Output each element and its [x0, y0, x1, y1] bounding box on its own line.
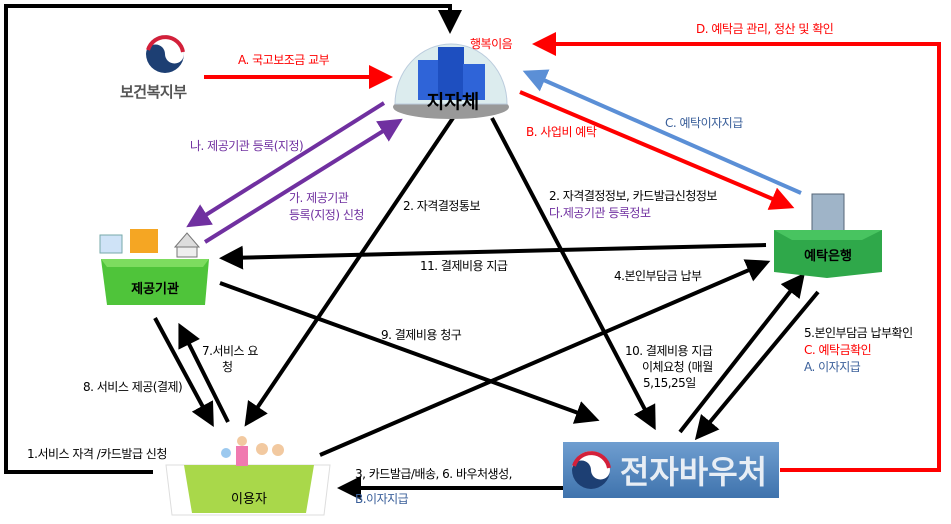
label-2-notice: 2. 자격결정통보 — [403, 199, 481, 213]
family-icon — [165, 436, 331, 516]
label-ga-apply-1: 가. 제공기관 — [289, 191, 349, 205]
city-dome-icon — [393, 43, 509, 119]
taegeuk-icon — [572, 451, 611, 489]
label-d-manage: D. 예탁금 관리, 정산 및 확인 — [696, 22, 834, 36]
evoucher-label: 전자바우처 — [619, 453, 768, 491]
local-gov-label: 지자체 — [426, 90, 480, 113]
bank-building-icon — [774, 193, 882, 278]
label-4-copay: 4.본인부담금 납부 — [614, 269, 702, 283]
arrow-c-interest — [522, 69, 802, 195]
user-node[interactable]: 이용자 — [164, 435, 332, 521]
local-gov-node[interactable]: 지자체 — [393, 32, 513, 122]
label-11-payment: 11. 결제비용 지급 — [420, 259, 508, 273]
label-5-confirm: 5.본인부담금 납부확인 — [804, 326, 913, 340]
label-a-subsidy: A. 국고보조금 교부 — [238, 53, 330, 67]
bank-node[interactable]: 예탁은행 — [772, 190, 884, 282]
provider-label: 제공기관 — [131, 281, 179, 297]
arrow-2-notice — [244, 116, 455, 427]
label-10-transfer-2: 이체요청 (매월 — [642, 360, 713, 374]
evoucher-node[interactable]: 전자바우처 — [563, 442, 779, 498]
provider-buildings-icon — [99, 229, 209, 305]
arrow-ga-apply — [203, 118, 403, 244]
provider-node[interactable]: 제공기관 — [95, 225, 217, 313]
label-7-request-2: 청 — [222, 360, 233, 374]
label-3-card: 3, 카드발급/배송, 6. 바우처생성, — [355, 467, 512, 481]
label-1-apply: 1.서비스 자격 /카드발급 신청 — [27, 447, 167, 461]
arrow-na-register — [186, 101, 386, 228]
arrow-b-deposit — [519, 90, 795, 210]
user-label: 이용자 — [231, 491, 267, 507]
label-7-request-1: 7.서비스 요 — [202, 344, 258, 358]
label-ga-apply-2: 등록(지정) 신청 — [289, 208, 364, 222]
arrow-2-info — [490, 117, 656, 431]
label-c-confirm: C. 예탁금확인 — [804, 343, 872, 357]
bank-label: 예탁은행 — [804, 248, 852, 264]
happy-eum-label: 행복이음 — [470, 37, 513, 51]
ministry-label: 보건복지부 — [120, 83, 187, 101]
label-a-interest: A. 이자지급 — [804, 360, 861, 374]
ministry-logo — [135, 30, 195, 80]
arrow-11-payment — [219, 243, 767, 270]
arrow-d-manage — [532, 32, 941, 472]
taegeuk-icon — [146, 35, 185, 73]
arrow-1-apply — [4, 4, 462, 474]
label-10-transfer-1: 10. 결제비용 지급 — [625, 344, 713, 358]
label-10-transfer-3: 5,15,25일 — [643, 376, 696, 390]
arrow-7-request — [178, 322, 230, 423]
arrow-9-claim — [219, 281, 600, 424]
arrow-10-transfer — [678, 272, 805, 434]
arrow-4-copay — [319, 259, 771, 457]
label-b-deposit: B. 사업비 예탁 — [526, 125, 597, 139]
label-na-register: 나. 제공기관 등록(지정) — [190, 139, 304, 153]
label-2-info: 2. 자격결정정보, 카드발급신청정보 — [549, 189, 717, 203]
label-8-service: 8. 서비스 제공(결제) — [83, 380, 183, 394]
label-b-interest: B.이자지급 — [355, 492, 409, 506]
label-9-claim: 9. 결제비용 청구 — [381, 328, 462, 342]
arrow-8-service — [153, 317, 214, 428]
label-da-info: 다.제공기관 등록정보 — [549, 206, 651, 220]
arrow-5-confirm — [694, 290, 820, 441]
label-c-interest: C. 예탁이자지급 — [665, 116, 743, 130]
